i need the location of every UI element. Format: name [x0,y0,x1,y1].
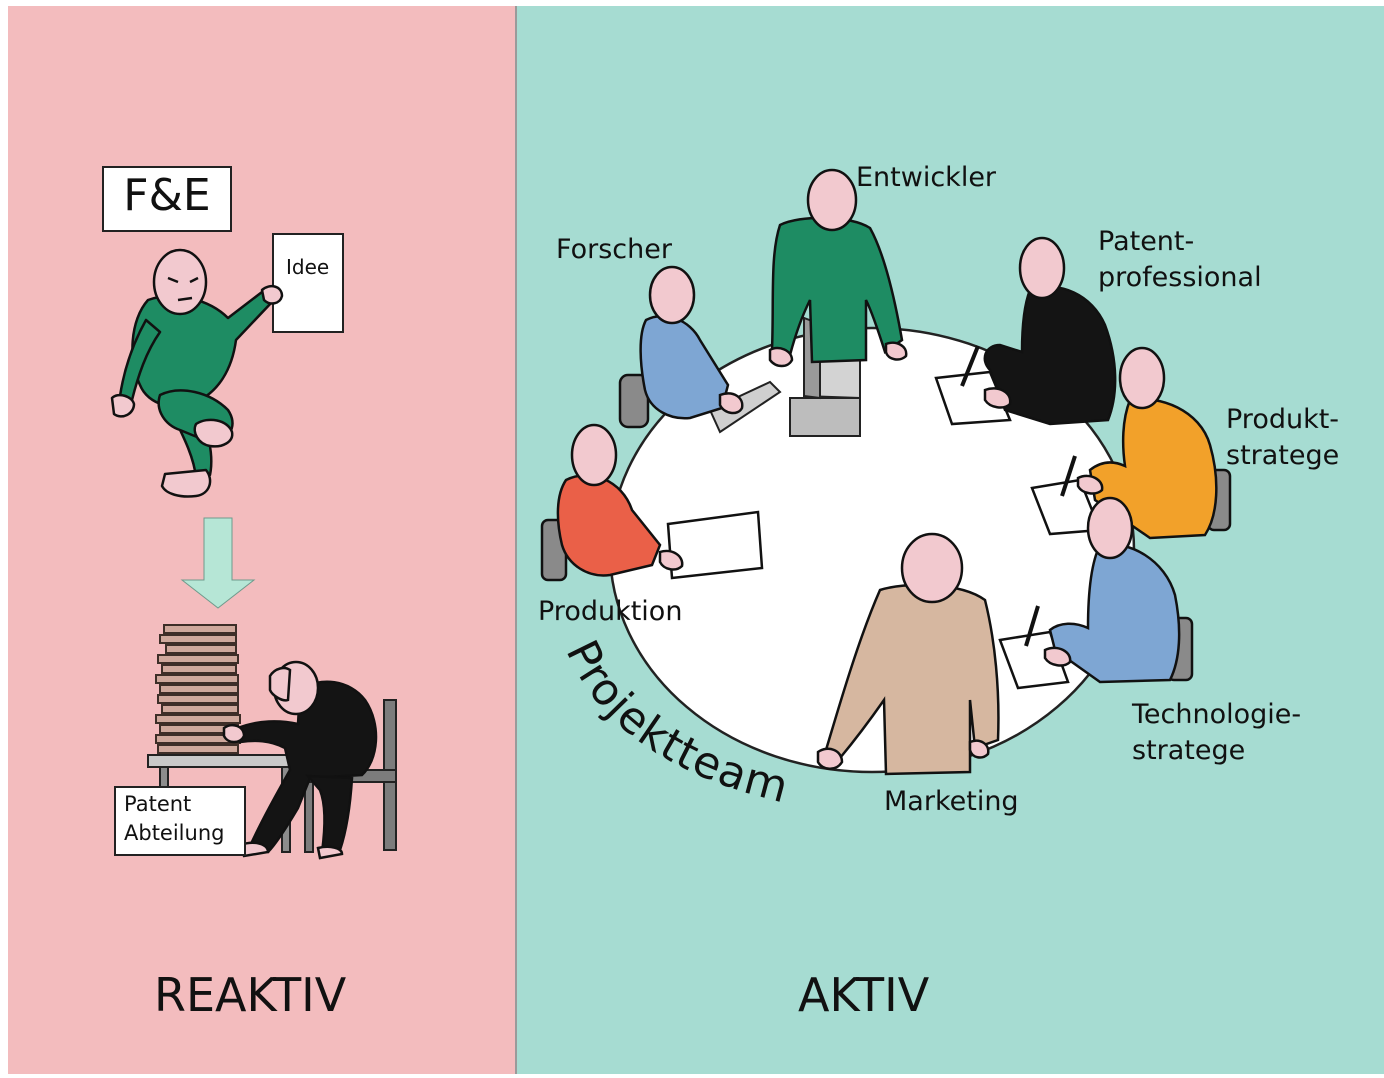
patent-dept-line2: Abteilung [124,821,225,845]
idea-paper [272,233,344,333]
researcher-figure [618,265,744,429]
role-product-line2: stratege [1226,440,1340,471]
rd-label: F&E [123,170,211,221]
role-product-line1: Produkt- [1226,404,1340,435]
technology-strategist-figure [998,496,1194,690]
production-figure [540,423,764,582]
role-developer: Entwickler [856,162,997,193]
role-marketing: Marketing [884,786,1019,817]
rd-figure [110,248,284,498]
patent-worker [222,660,378,860]
down-arrow [180,517,256,609]
idea-label: Idee [286,255,330,279]
marketing-figure [816,532,1000,776]
reactive-panel-bg [8,6,516,1074]
role-patent-line2: professional [1098,262,1262,293]
rd-label-box [102,166,232,232]
role-researcher: Forscher [556,234,672,265]
role-patent-line1: Patent- [1098,226,1195,257]
role-tech-line1: Technologie- [1132,699,1302,730]
patent-dept-line1: Patent [124,792,192,816]
developer-figure [768,168,908,368]
active-title: AKTIV [798,968,930,1022]
file-stack [155,624,241,754]
patent-professional-figure [934,236,1117,426]
role-tech-line2: stratege [1132,735,1246,766]
patent-dept-box [114,786,246,856]
role-production: Produktion [538,596,683,627]
reactive-title: REAKTIV [154,968,347,1022]
